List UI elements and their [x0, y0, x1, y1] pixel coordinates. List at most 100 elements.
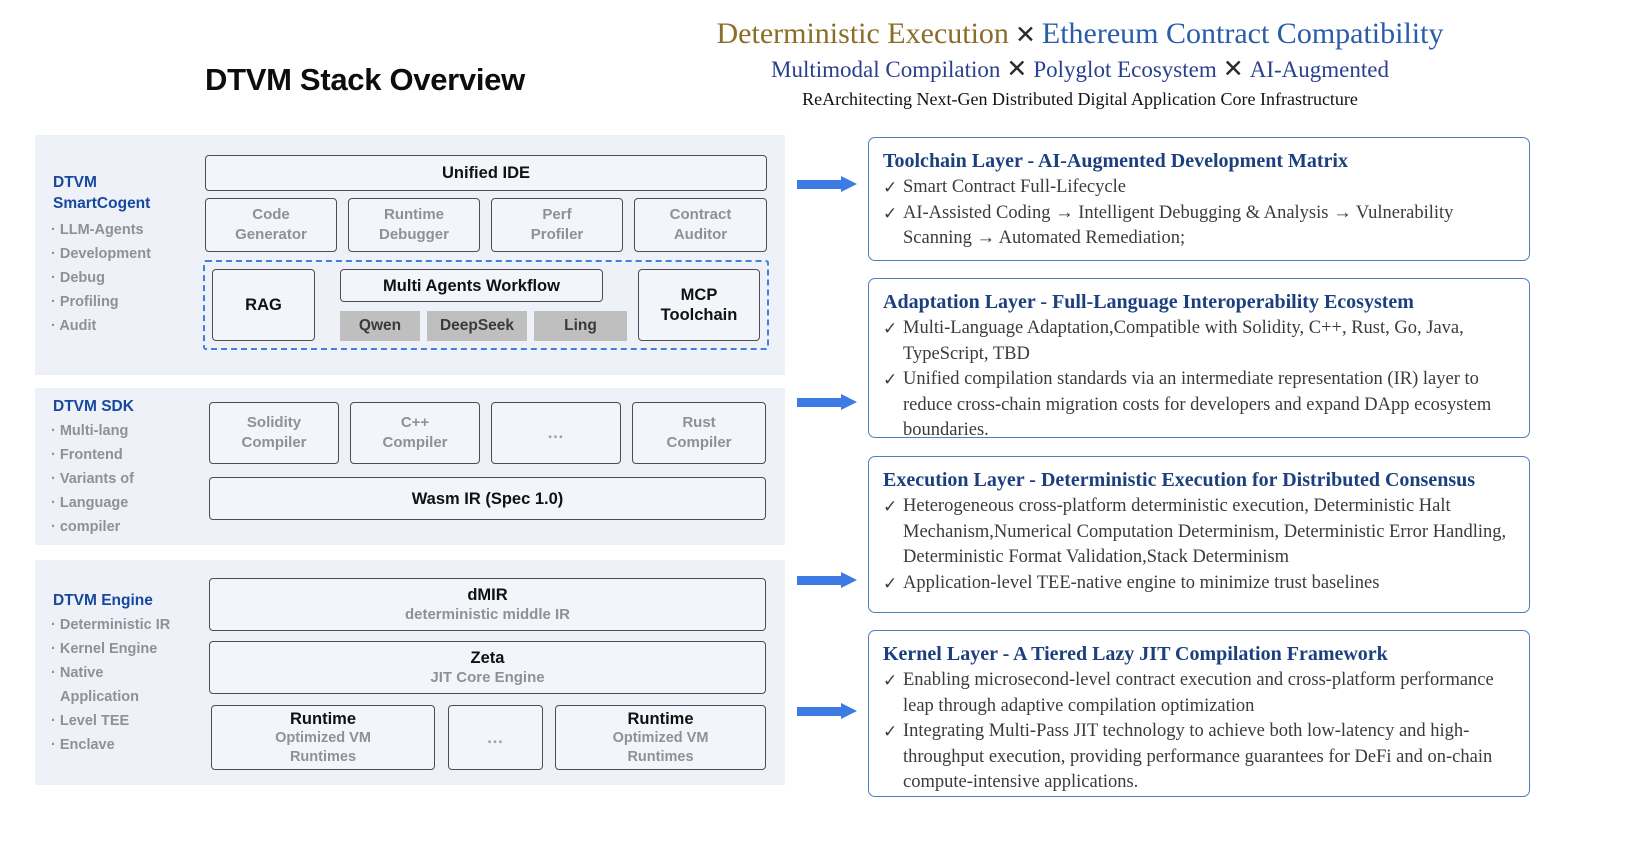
panel-item-text: Multi-Language Adaptation,Compatible wit…	[903, 318, 1464, 364]
chip-ling[interactable]: Ling	[534, 311, 627, 341]
section-sdk-bullets: · Multi-lang · Frontend · Variants of · …	[51, 419, 221, 539]
page-title: DTVM Stack Overview	[205, 62, 525, 97]
arrow-shaft	[797, 180, 843, 189]
panel-item-text: Integrating Multi-Pass JIT technology to…	[903, 721, 1493, 792]
box-wasm-ir[interactable]: Wasm IR (Spec 1.0)	[209, 477, 766, 520]
panel-list-item: ✓Enabling microsecond-level contract exe…	[883, 668, 1515, 719]
box-zeta[interactable]: Zeta JIT Core Engine	[209, 641, 766, 694]
box-label-line2: Generator	[235, 226, 307, 243]
bullet-item: · compiler	[51, 519, 121, 535]
panel-list-item: ✓AI-Assisted Coding → Intelligent Debugg…	[883, 201, 1515, 252]
panel-title: Kernel Layer - A Tiered Lazy JIT Compila…	[883, 643, 1388, 665]
bullet-item: · LLM-Agents	[51, 222, 144, 238]
section-sdk-label: DTVM SDK	[53, 396, 213, 417]
panel-kernel-layer[interactable]: Kernel Layer - A Tiered Lazy JIT Compila…	[868, 630, 1530, 797]
box-label-line2: Compiler	[666, 434, 732, 451]
multiply-icon: ✕	[1014, 22, 1036, 49]
tagline-ai-augmented: AI-Augmented	[1249, 57, 1389, 82]
chip-qwen[interactable]: Qwen	[340, 311, 420, 341]
box-runtime-ellipsis[interactable]: …	[448, 705, 543, 770]
bullet-item: · Profiling	[51, 294, 119, 310]
bullet-item: · Variants of	[51, 471, 134, 487]
panel-item-text: Heterogeneous cross-platform determinist…	[903, 496, 1507, 567]
arrow-head-icon	[841, 394, 857, 410]
box-runtime-left[interactable]: Runtime Optimized VM Runtimes	[211, 705, 435, 770]
bullet-item: Application	[60, 689, 139, 705]
box-cpp-compiler[interactable]: C++ Compiler	[350, 402, 480, 464]
check-icon: ✓	[883, 573, 898, 593]
box-label-line1: …	[486, 727, 505, 747]
panel-item-text: Enabling microsecond-level contract exec…	[903, 670, 1494, 716]
box-unified-ide[interactable]: Unified IDE	[205, 155, 767, 191]
box-mcp-toolchain[interactable]: MCP Toolchain	[638, 269, 760, 341]
bullet-item: · Development	[51, 246, 151, 262]
chip-deepseek[interactable]: DeepSeek	[427, 311, 527, 341]
box-label-line2: Profiler	[530, 226, 584, 243]
box-label-line1: Solidity	[246, 414, 302, 431]
box-multi-agents-workflow[interactable]: Multi Agents Workflow	[340, 269, 603, 302]
arrow-shaft	[797, 707, 843, 716]
section-smartcogent-bullets: · LLM-Agents · Development · Debug · Pro…	[51, 218, 221, 338]
check-icon: ✓	[883, 203, 898, 223]
box-label-line3: Runtimes	[289, 748, 357, 765]
box-label-line2: deterministic middle IR	[404, 605, 571, 623]
panel-list-item: ✓Application-level TEE-native engine to …	[883, 571, 1515, 597]
box-label-line2: Debugger	[378, 226, 449, 243]
box-label-line2: Optimized VM	[275, 729, 371, 746]
box-runtime-debugger[interactable]: Runtime Debugger	[348, 198, 480, 252]
arrow-to-execution-layer	[797, 572, 857, 588]
check-icon: ✓	[883, 497, 898, 516]
panel-list-item: ✓Integrating Multi-Pass JIT technology t…	[883, 719, 1515, 796]
tagline-line-1: Deterministic Execution✕Ethereum Contrac…	[600, 16, 1560, 54]
box-perf-profiler[interactable]: Perf Profiler	[491, 198, 623, 252]
tagline-ethereum-compatibility: Ethereum Contract Compatibility	[1041, 17, 1444, 50]
multiply-icon: ✕	[1222, 56, 1244, 83]
chip-label: DeepSeek	[439, 317, 515, 334]
box-label-line2: Toolchain	[660, 306, 738, 324]
section-smartcogent: DTVM SmartCogent · LLM-Agents · Developm…	[35, 135, 785, 375]
arrow-head-icon	[841, 176, 857, 192]
panel-list-item: ✓ Heterogeneous cross-platform determinis…	[883, 494, 1515, 571]
bullet-item: · Audit	[51, 318, 97, 334]
panel-execution-layer[interactable]: Execution Layer - Deterministic Executio…	[868, 456, 1530, 613]
box-label-line1: MCP	[680, 286, 718, 304]
box-label-line2: Compiler	[382, 434, 448, 451]
arrow-shaft	[797, 398, 843, 407]
box-label-line1: Contract	[669, 206, 732, 223]
bullet-item: · Multi-lang	[51, 423, 129, 439]
box-label-line2: Optimized VM	[612, 729, 709, 746]
panel-list-item: ✓Unified compilation standards via an in…	[883, 367, 1515, 444]
check-icon: ✓	[883, 319, 898, 338]
box-label-line1: dMIR	[467, 585, 508, 604]
box-compiler-ellipsis[interactable]: …	[491, 402, 621, 464]
bullet-item: · Level TEE	[51, 713, 130, 729]
box-code-generator[interactable]: Code Generator	[205, 198, 337, 252]
chip-label: Ling	[564, 317, 597, 334]
box-rag[interactable]: RAG	[212, 269, 315, 341]
box-label: Multi Agents Workflow	[383, 276, 560, 295]
check-icon: ✓	[883, 370, 898, 389]
arrow-to-toolchain-layer	[797, 176, 857, 192]
arrow-to-kernel-layer	[797, 703, 857, 719]
section-sdk: DTVM SDK · Multi-lang · Frontend · Varia…	[35, 388, 785, 545]
box-runtime-right[interactable]: Runtime Optimized VM Runtimes	[555, 705, 766, 770]
panel-item-text: AI-Assisted Coding → Intelligent Debuggi…	[903, 202, 1454, 249]
bullet-item: · Debug	[51, 270, 105, 286]
tagline-line-2: Multimodal Compilation✕Polyglot Ecosyste…	[600, 55, 1560, 85]
label-line-2: SmartCogent	[53, 195, 151, 212]
box-rust-compiler[interactable]: Rust Compiler	[632, 402, 766, 464]
box-label-line3: Runtimes	[627, 748, 694, 765]
panel-toolchain-layer[interactable]: Toolchain Layer - AI-Augmented Developme…	[868, 137, 1530, 261]
panel-list-item: ✓Smart Contract Full-Lifecycle	[883, 175, 1515, 201]
label-line-1: DTVM	[53, 174, 97, 191]
panel-item-text: Application-level TEE-native engine to m…	[903, 572, 1380, 593]
bullet-item: · Enclave	[51, 737, 115, 753]
box-label-line2: JIT Core Engine	[430, 668, 545, 686]
bullet-item: · Kernel Engine	[51, 641, 158, 657]
panel-adaptation-layer[interactable]: Adaptation Layer - Full-Language Interop…	[868, 278, 1530, 440]
box-dmir[interactable]: dMIR deterministic middle IR	[209, 578, 766, 631]
box-solidity-compiler[interactable]: Solidity Compiler	[209, 402, 339, 464]
check-icon: ✓	[883, 178, 898, 197]
tagline-polyglot-ecosystem: Polyglot Ecosystem	[1033, 57, 1217, 82]
box-contract-auditor[interactable]: Contract Auditor	[634, 198, 767, 252]
